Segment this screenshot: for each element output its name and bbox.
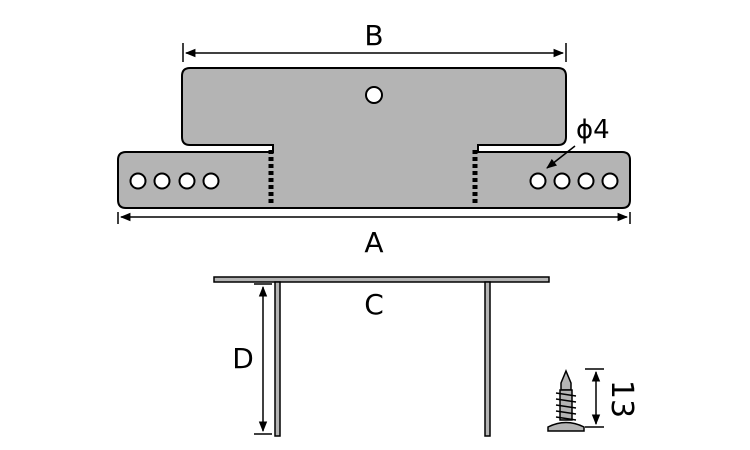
right-hole-row: [529, 172, 619, 190]
left-hole-row: [129, 172, 220, 190]
hole: [202, 172, 220, 190]
bracket-plate: [117, 67, 631, 209]
hole: [601, 172, 619, 190]
screw-length-label: 13: [604, 380, 639, 418]
label-a: A: [364, 226, 383, 259]
hole: [153, 172, 171, 190]
side-view-right-leg: [484, 281, 491, 437]
side-view: C: [213, 276, 550, 437]
hole-diameter-callout: ϕ4: [546, 115, 610, 169]
side-view-top-flange: [213, 276, 550, 283]
side-view-left-leg: [274, 281, 281, 437]
dimension-b: B: [182, 19, 567, 62]
hole: [529, 172, 547, 190]
hole-diameter-label: ϕ4: [576, 115, 610, 145]
hole: [577, 172, 595, 190]
dimension-d: D: [232, 283, 272, 435]
dimension-a: A: [117, 212, 631, 259]
center-hole: [365, 86, 383, 104]
label-b: B: [364, 19, 383, 52]
label-d: D: [232, 342, 254, 375]
hole: [129, 172, 147, 190]
screw-icon: [547, 369, 585, 432]
hole: [178, 172, 196, 190]
dimension-screw-length: 13: [585, 368, 639, 428]
hole: [553, 172, 571, 190]
label-c: C: [364, 288, 384, 321]
